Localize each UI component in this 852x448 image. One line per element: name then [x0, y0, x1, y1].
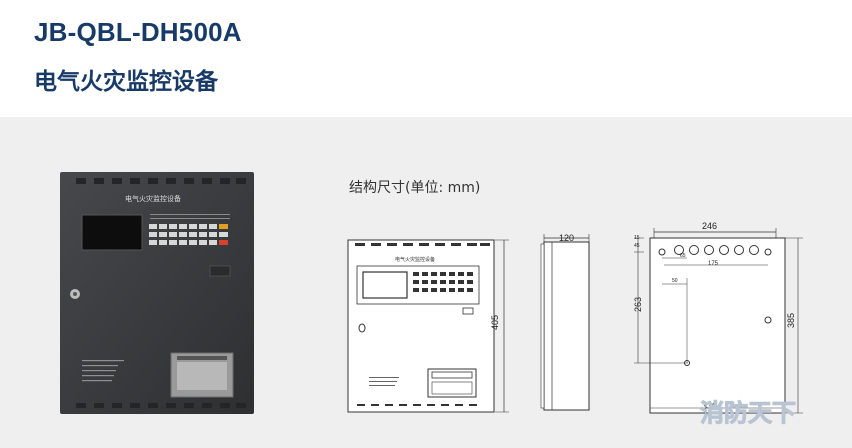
lcd-screen	[81, 214, 143, 251]
back-left-height-dim: 263	[633, 296, 644, 313]
side-view-drawing	[540, 234, 590, 411]
function-key-orange	[219, 224, 228, 229]
device-photo	[60, 172, 254, 414]
back-small-dim-15: 15	[634, 235, 640, 241]
back-small-dim-50: 50	[672, 278, 678, 284]
function-key-red	[219, 240, 228, 245]
front-keypad	[413, 272, 473, 292]
indicator-leds	[150, 214, 230, 219]
device-panel-label: 电气火灾监控设备	[125, 195, 181, 203]
front-lock-icon	[358, 323, 366, 333]
key-switch-icon	[209, 265, 231, 277]
back-small-dim-45: 45	[634, 243, 640, 249]
front-bottom-vents	[357, 404, 477, 406]
mount-hole-r	[764, 316, 772, 324]
mount-hole-tr	[764, 248, 772, 256]
front-height-dim: 405	[490, 314, 501, 331]
side-depth-dim: 120	[559, 233, 575, 243]
front-view-drawing	[347, 239, 509, 413]
mount-hole-tl	[658, 248, 666, 256]
keypad	[149, 224, 217, 245]
dimension-caption: 结构尺寸(单位: mm)	[349, 180, 481, 196]
info-label	[82, 360, 124, 382]
top-vents	[76, 178, 246, 184]
front-top-vents	[355, 243, 490, 246]
back-small-dim-65: 65	[680, 253, 686, 259]
product-model: JB-QBL-DH500A	[34, 17, 242, 47]
watermark: 消防天下	[700, 399, 797, 428]
product-title: 电气火灾监控设备	[34, 69, 218, 95]
back-right-height-dim: 385	[786, 312, 797, 329]
back-hole-spacing-dim: 175	[708, 261, 719, 267]
front-panel-label: 电气火灾监控设备	[395, 257, 436, 263]
bottom-vents	[76, 403, 246, 408]
front-screen	[362, 271, 408, 299]
knockout-holes	[674, 245, 759, 255]
back-view-drawing	[634, 228, 803, 414]
front-info-label	[369, 377, 399, 386]
back-top-width-dim: 246	[702, 221, 718, 231]
header: JB-QBL-DH500A 电气火灾监控设备	[0, 0, 852, 117]
back-bottom-width-dim: 330	[702, 401, 718, 411]
